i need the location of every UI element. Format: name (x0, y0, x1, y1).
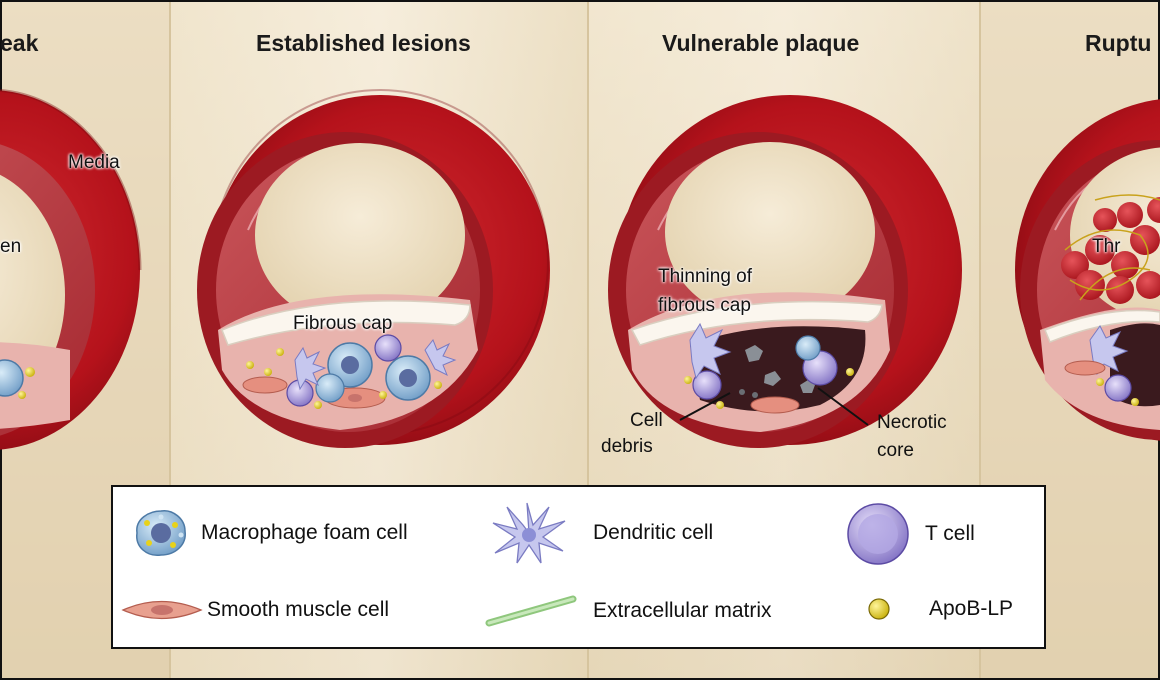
label-necrotic-line2: core (877, 440, 914, 461)
panel-title-vulnerable-plaque: Vulnerable plaque (662, 30, 860, 56)
macrophage-foam-cell-icon (136, 510, 186, 556)
t-cell-icon (847, 503, 909, 565)
legend-item-dendritic: Dendritic cell (489, 499, 713, 567)
extracellular-matrix-icon (485, 595, 577, 627)
vessel-rupture (1015, 99, 1160, 441)
label-thinning-line1: Thinning of (658, 266, 753, 287)
legend-label-smooth-muscle: Smooth muscle cell (207, 598, 390, 621)
thrombus (1061, 194, 1160, 304)
label-cell-debris-line1: Cell (630, 410, 663, 431)
label-necrotic-line1: Necrotic (877, 412, 947, 433)
panel-title-rupture: Ruptu (1085, 30, 1152, 56)
label-fibrous-cap: Fibrous cap (293, 313, 393, 334)
label-media: Media (68, 152, 120, 173)
legend-label-macrophage: Macrophage foam cell (201, 521, 408, 544)
legend-item-extracellular-matrix: Extracellular matrix (485, 593, 772, 629)
apob-lp-icon (868, 598, 890, 620)
label-lumen: en (0, 236, 22, 257)
legend-item-macrophage: Macrophage foam cell (131, 507, 408, 559)
legend: Macrophage foam cell Dendritic cell T ce… (111, 485, 1046, 649)
smooth-muscle-cell-icon (121, 600, 203, 620)
vessel-fatty-streak (0, 88, 142, 450)
label-thrombus: Thr (1092, 236, 1121, 257)
panel-title-established-lesions: Established lesions (256, 30, 471, 56)
vessel-established-lesions (197, 89, 550, 448)
label-cell-debris-line2: debris (601, 436, 653, 457)
legend-label-extracellular-matrix: Extracellular matrix (593, 599, 772, 622)
legend-item-apob-lp: ApoB-LP (867, 597, 1013, 621)
vessel-vulnerable-plaque (608, 95, 962, 448)
dendritic-cell-icon (492, 502, 566, 564)
legend-item-t-cell: T cell (845, 501, 975, 567)
legend-label-apob-lp: ApoB-LP (929, 597, 1014, 620)
legend-item-smooth-muscle: Smooth muscle cell (121, 595, 389, 625)
legend-label-t-cell: T cell (925, 522, 975, 545)
label-thinning-line2: fibrous cap (658, 295, 751, 316)
panel-title-fatty-streak: eak (0, 30, 39, 56)
legend-label-dendritic: Dendritic cell (593, 521, 714, 544)
